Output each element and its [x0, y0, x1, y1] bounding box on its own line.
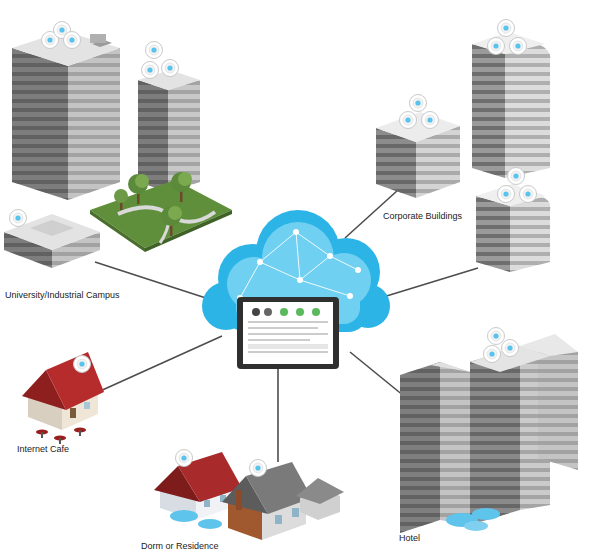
location-label: Corporate Buildings	[382, 211, 463, 221]
corporate-building	[376, 112, 460, 198]
location-label: Dorm or Residence	[140, 541, 220, 551]
location-label: Hotel	[398, 533, 421, 543]
tablet-dashboard	[237, 297, 340, 369]
campus-park	[90, 172, 232, 252]
label-holder: Hotel	[398, 527, 421, 545]
location-label: University/Industrial Campus	[4, 290, 121, 300]
label-holder: Internet Cafe	[16, 438, 70, 456]
corporate-tower	[472, 32, 550, 178]
campus-tower	[138, 70, 200, 192]
label-holder: Corporate Buildings	[382, 205, 463, 223]
corporate-tower	[476, 184, 550, 272]
location-label: Internet Cafe	[16, 444, 70, 454]
campus-tower	[12, 31, 120, 200]
hotel-building	[400, 334, 578, 533]
cafe-building	[22, 352, 104, 444]
label-holder: Dorm or Residence	[140, 535, 220, 553]
label-holder: University/Industrial Campus	[4, 284, 121, 302]
